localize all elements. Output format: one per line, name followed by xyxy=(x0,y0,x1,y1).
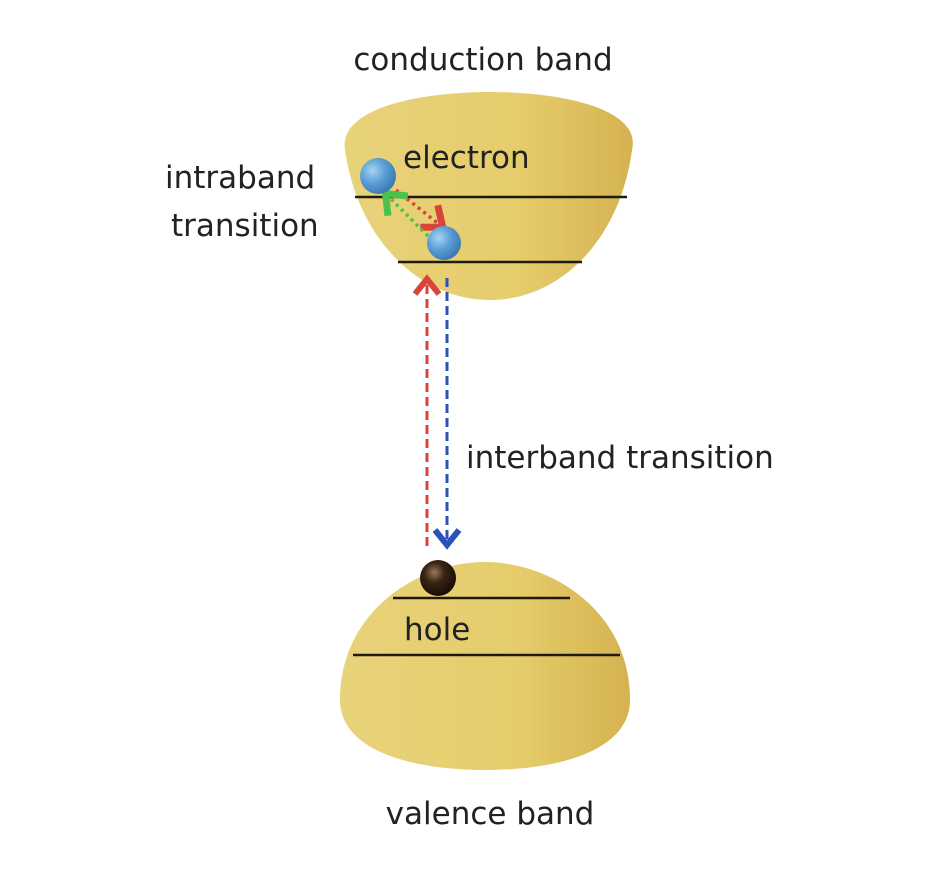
conduction-band-label: conduction band xyxy=(353,42,612,78)
hole-icon xyxy=(420,560,456,596)
hole-label: hole xyxy=(404,612,470,648)
intraband-label-line1: intraband xyxy=(165,160,315,196)
electron-icon xyxy=(360,158,396,194)
electron-label: electron xyxy=(403,140,530,176)
intraband-return-arrow xyxy=(381,189,430,238)
valence-band-label: valence band xyxy=(386,796,595,832)
electron-icon xyxy=(427,226,461,260)
intraband-label-line2: transition xyxy=(171,208,319,244)
interband-label: interband transition xyxy=(466,440,774,476)
valence-band xyxy=(340,562,630,770)
